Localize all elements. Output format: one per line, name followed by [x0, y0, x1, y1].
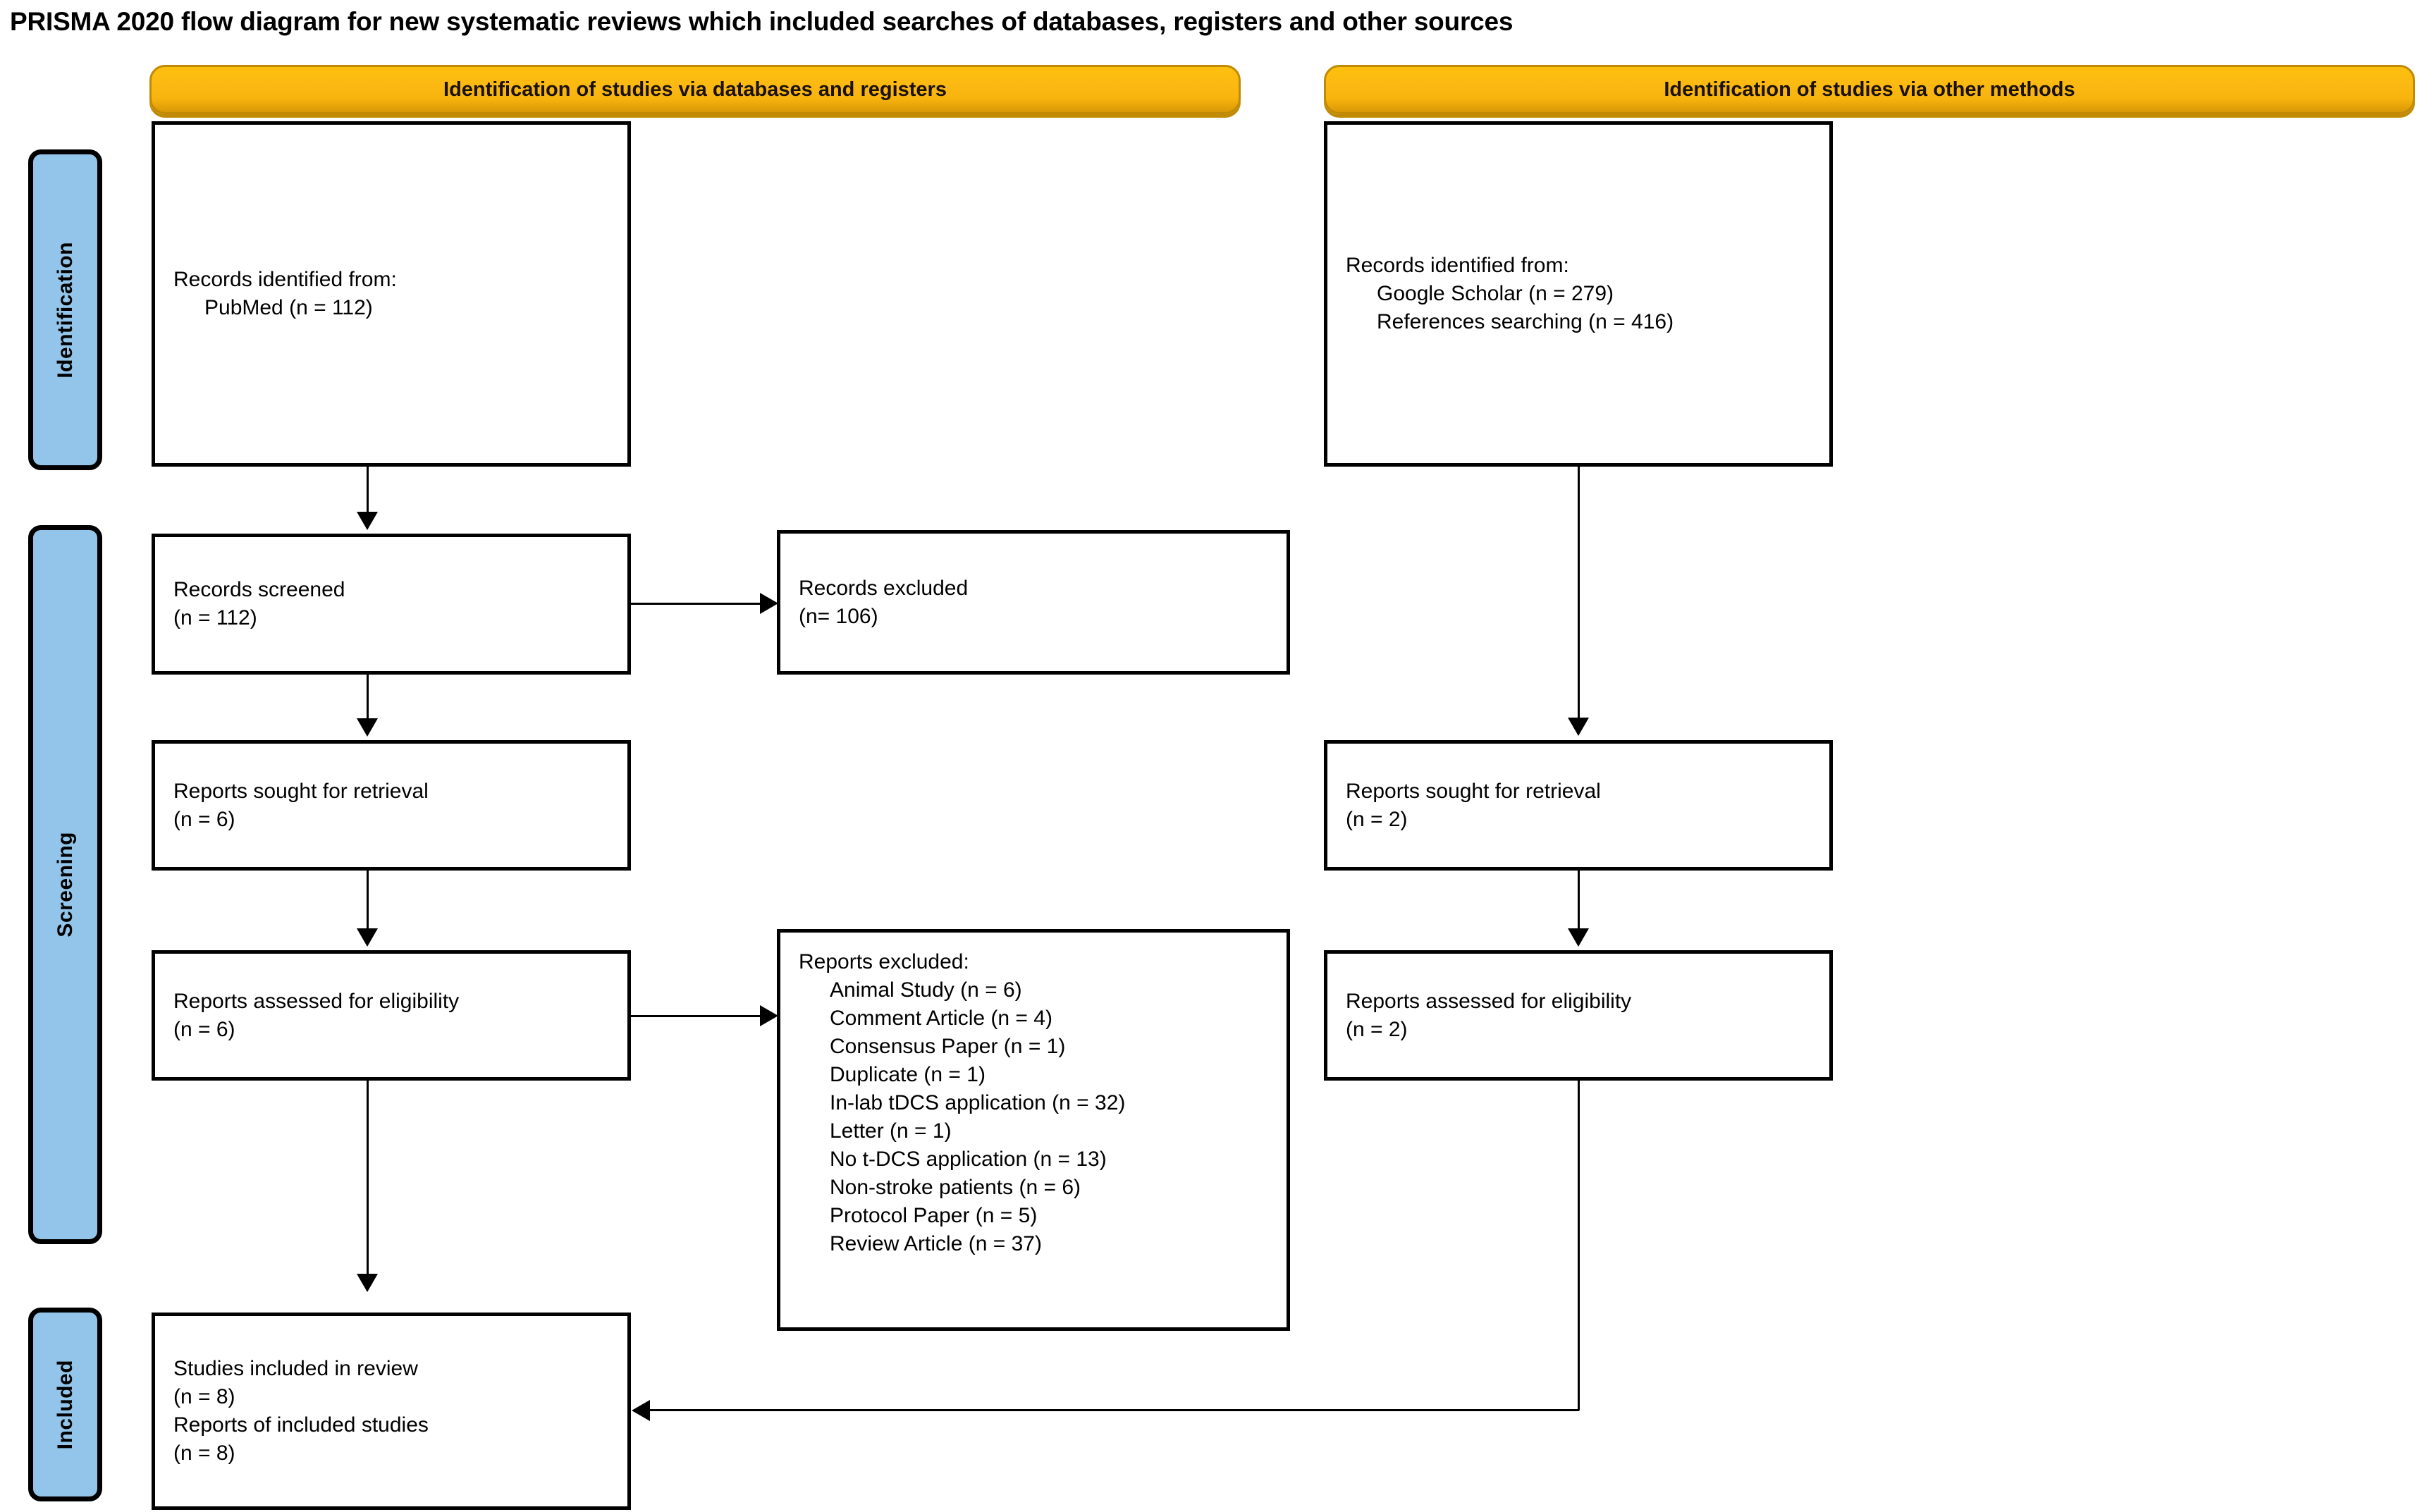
connector-screened-to-sought: [367, 675, 369, 723]
reports-assessed-other-line-0: Reports assessed for eligibility: [1346, 989, 1632, 1013]
arrow-screened-to-sought: [357, 718, 378, 737]
arrow-other-to-included: [632, 1400, 650, 1421]
records-identified-db-line-0: Records identified from:: [173, 268, 397, 291]
reports-sought-other-line-1: (n = 2): [1346, 807, 1408, 831]
arrow-assessed-to-reports-excluded: [760, 1005, 778, 1026]
stage-header-other-methods: Identification of studies via other meth…: [1324, 65, 2415, 114]
box-records-excluded: Records excluded (n= 106): [777, 530, 1290, 675]
reports-excluded-reason-4: In-lab tDCS application (n = 32): [830, 1091, 1126, 1114]
page-title: PRISMA 2020 flow diagram for new systema…: [10, 7, 1514, 36]
connector-other-to-included-vertical: [1578, 1081, 1580, 1410]
box-records-identified-databases: Records identified from: PubMed (n = 112…: [152, 121, 631, 467]
box-reports-assessed-databases: Reports assessed for eligibility (n = 6): [152, 950, 631, 1081]
studies-included-line-2: Reports of included studies: [173, 1413, 429, 1437]
reports-excluded-heading: Reports excluded:: [799, 950, 969, 973]
arrow-assessed-to-included: [357, 1274, 378, 1292]
box-reports-excluded: Reports excluded: Animal Study (n = 6) C…: [777, 929, 1290, 1331]
box-reports-assessed-other: Reports assessed for eligibility (n = 2): [1324, 950, 1833, 1081]
box-reports-sought-databases: Reports sought for retrieval (n = 6): [152, 740, 631, 871]
phase-tab-included-label: Included: [53, 1359, 77, 1450]
reports-assessed-db-line-0: Reports assessed for eligibility: [173, 989, 460, 1013]
reports-excluded-reason-5: Letter (n = 1): [830, 1119, 952, 1143]
records-screened-line-0: Records screened: [173, 578, 345, 601]
reports-excluded-reason-0: Animal Study (n = 6): [830, 978, 1022, 1002]
reports-excluded-reason-3: Duplicate (n = 1): [830, 1063, 986, 1086]
arrow-sought-to-assessed-databases: [357, 928, 378, 947]
connector-identified-to-screened: [367, 467, 369, 516]
reports-sought-other-line-0: Reports sought for retrieval: [1346, 779, 1601, 803]
connector-other-to-included-horizontal: [649, 1409, 1579, 1411]
connector-sought-to-assessed-databases: [367, 871, 369, 933]
connector-assessed-to-included: [367, 1081, 369, 1278]
phase-tab-identification: Identification: [28, 149, 102, 470]
connector-screened-to-excluded: [631, 603, 761, 605]
phase-tab-screening: Screening: [28, 525, 102, 1244]
reports-excluded-reason-9: Review Article (n = 37): [830, 1232, 1042, 1255]
reports-excluded-reason-1: Comment Article (n = 4): [830, 1007, 1052, 1030]
reports-excluded-reason-8: Protocol Paper (n = 5): [830, 1204, 1038, 1227]
box-records-identified-other: Records identified from: Google Scholar …: [1324, 121, 1833, 467]
studies-included-line-0: Studies included in review: [173, 1357, 418, 1380]
box-reports-sought-other: Reports sought for retrieval (n = 2): [1324, 740, 1833, 871]
box-studies-included: Studies included in review (n = 8) Repor…: [152, 1313, 631, 1510]
reports-excluded-reason-6: No t-DCS application (n = 13): [830, 1148, 1107, 1171]
stage-header-databases: Identification of studies via databases …: [149, 65, 1241, 114]
records-identified-db-line-1: PubMed (n = 112): [204, 296, 373, 319]
studies-included-line-1: (n = 8): [173, 1385, 235, 1408]
reports-excluded-reason-2: Consensus Paper (n = 1): [830, 1035, 1066, 1058]
stage-header-databases-label: Identification of studies via databases …: [443, 78, 947, 101]
reports-assessed-other-line-1: (n = 2): [1346, 1017, 1408, 1041]
phase-tab-identification-label: Identification: [53, 241, 77, 379]
reports-sought-db-line-0: Reports sought for retrieval: [173, 779, 429, 803]
records-excluded-line-1: (n= 106): [799, 604, 878, 628]
records-identified-other-line-2: References searching (n = 416): [1377, 310, 1674, 333]
connector-sought-to-assessed-other: [1578, 871, 1580, 933]
records-identified-other-line-1: Google Scholar (n = 279): [1377, 282, 1614, 305]
box-records-screened: Records screened (n = 112): [152, 534, 631, 675]
connector-assessed-to-reports-excluded: [631, 1015, 761, 1017]
arrow-screened-to-excluded: [760, 593, 778, 614]
arrow-sought-to-assessed-other: [1568, 928, 1589, 947]
reports-excluded-reason-7: Non-stroke patients (n = 6): [830, 1176, 1081, 1199]
studies-included-line-3: (n = 8): [173, 1442, 235, 1465]
records-screened-line-1: (n = 112): [173, 606, 257, 629]
phase-tab-included: Included: [28, 1308, 102, 1501]
arrow-identified-to-screened: [357, 512, 378, 530]
records-excluded-line-0: Records excluded: [799, 576, 969, 600]
arrow-identified-to-sought-other: [1568, 718, 1589, 736]
connector-identified-to-sought-other: [1578, 467, 1580, 722]
reports-assessed-db-line-1: (n = 6): [173, 1017, 235, 1041]
records-identified-other-line-0: Records identified from:: [1346, 254, 1569, 277]
reports-sought-db-line-1: (n = 6): [173, 807, 235, 831]
stage-header-other-methods-label: Identification of studies via other meth…: [1664, 78, 2075, 101]
phase-tab-screening-label: Screening: [53, 832, 77, 938]
